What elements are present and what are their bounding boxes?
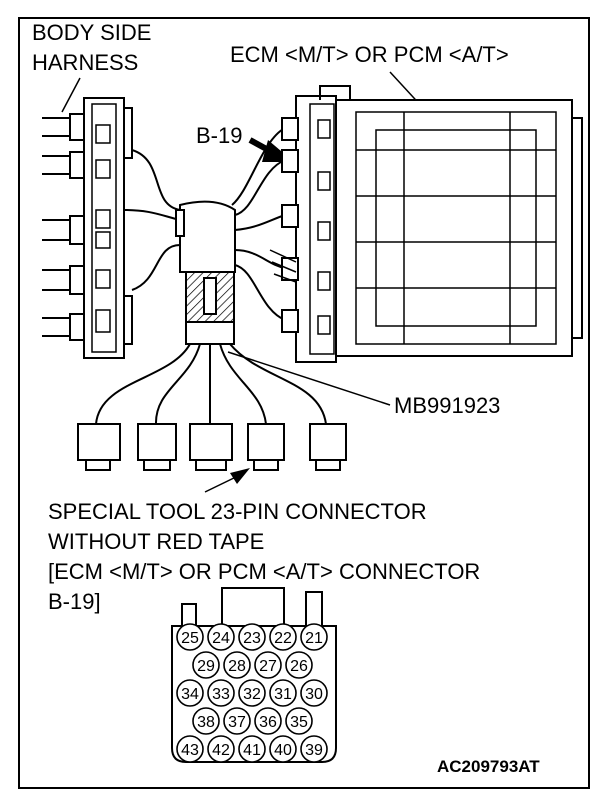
pin-circle-24 xyxy=(207,623,235,651)
pin-label-33: 33 xyxy=(212,686,230,703)
harness-leader-line xyxy=(61,77,81,113)
pin-label-43: 43 xyxy=(181,742,199,759)
pin-circle-36 xyxy=(254,707,282,735)
pin-circle-29 xyxy=(192,651,220,679)
pin-circle-37 xyxy=(223,707,251,735)
pin-circle-31 xyxy=(269,679,297,707)
pin-circle-23 xyxy=(238,623,266,651)
special-tool-line3: [ECM <M/T> OR PCM <A/T> CONNECTOR xyxy=(48,559,480,584)
pin-circle-35 xyxy=(285,707,313,735)
pin-label-41: 41 xyxy=(243,742,261,759)
pin-label-36: 36 xyxy=(259,714,277,731)
small-connector-2 xyxy=(137,423,177,471)
special-tool-line4: B-19] xyxy=(48,589,101,614)
pin-label-25: 25 xyxy=(181,630,199,647)
pin-label-22: 22 xyxy=(274,630,292,647)
ecm-label: ECM <M/T> OR PCM <A/T> xyxy=(230,42,509,67)
pin-circle-38 xyxy=(192,707,220,735)
body-side-harness-connector xyxy=(83,97,133,359)
small-connector-3 xyxy=(189,423,233,471)
special-tool-line2: WITHOUT RED TAPE xyxy=(48,529,264,554)
diagram-border xyxy=(18,17,590,789)
pin-circle-39 xyxy=(300,735,328,763)
pin-label-21: 21 xyxy=(305,630,323,647)
body-side-harness-label-line2: HARNESS xyxy=(32,50,138,75)
pin-label-40: 40 xyxy=(274,742,292,759)
pin-grid: 25 24 23 22 21 29 28 27 26 34 33 32 31 30 38 37 36 35 43 42… xyxy=(176,623,328,763)
pin-label-32: 32 xyxy=(243,686,261,703)
small-connector-5 xyxy=(309,423,347,471)
pin-label-23: 23 xyxy=(243,630,261,647)
pin-label-28: 28 xyxy=(228,658,246,675)
pin-circle-32 xyxy=(238,679,266,707)
pin-circle-28 xyxy=(223,651,251,679)
ecm-side-plugs xyxy=(269,117,299,333)
body-side-harness-label-line1: BODY SIDE xyxy=(32,20,151,45)
pin-label-39: 39 xyxy=(305,742,323,759)
small-connector-4-special-tool xyxy=(247,423,285,471)
figure-code: AC209793AT xyxy=(437,757,540,776)
pin-circle-25 xyxy=(176,623,204,651)
tool-label: MB991923 xyxy=(394,393,500,418)
pin-label-38: 38 xyxy=(197,714,215,731)
pin-label-29: 29 xyxy=(197,658,215,675)
special-tool-line1: SPECIAL TOOL 23-PIN CONNECTOR xyxy=(48,499,427,524)
special-tool-arrow-icon xyxy=(204,468,250,493)
pin-circle-41 xyxy=(238,735,266,763)
adapter-body xyxy=(175,200,236,345)
pin-circle-34 xyxy=(176,679,204,707)
pin-label-35: 35 xyxy=(290,714,308,731)
pin-label-42: 42 xyxy=(212,742,230,759)
tool-leader-line xyxy=(227,351,391,406)
pin-label-26: 26 xyxy=(290,658,308,675)
adapter-cables xyxy=(123,127,286,321)
pin-label-30: 30 xyxy=(305,686,323,703)
pin-circle-42 xyxy=(207,735,235,763)
pin-label-34: 34 xyxy=(181,686,199,703)
pin-label-37: 37 xyxy=(228,714,246,731)
pin-circle-30 xyxy=(300,679,328,707)
ecm-pcm-connector xyxy=(295,85,583,363)
pin-label-24: 24 xyxy=(212,630,230,647)
b19-label: B-19 xyxy=(196,123,242,148)
pin-circle-26 xyxy=(285,651,313,679)
pin-label-31: 31 xyxy=(274,686,292,703)
pin-circle-43 xyxy=(176,735,204,763)
pin-circle-27 xyxy=(254,651,282,679)
pin-label-27: 27 xyxy=(259,658,277,675)
pin-circle-33 xyxy=(207,679,235,707)
small-connector-1 xyxy=(77,423,121,471)
pin-circle-40 xyxy=(269,735,297,763)
pin-circle-22 xyxy=(269,623,297,651)
harness-wire-stubs xyxy=(42,113,85,341)
lower-cables xyxy=(95,343,327,425)
pin-circle-21 xyxy=(300,623,328,651)
